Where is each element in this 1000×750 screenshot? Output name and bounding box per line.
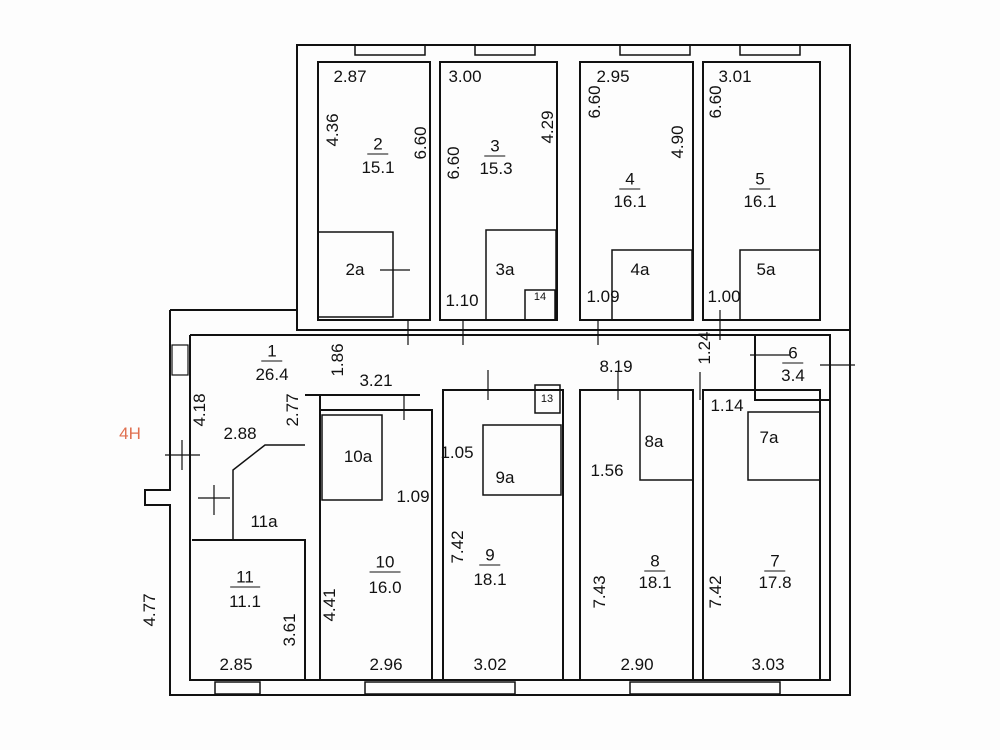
bathroom-label: 8a	[644, 432, 664, 451]
bathroom-label: 3a	[495, 260, 515, 279]
dimension: 3.03	[751, 655, 785, 674]
room-number: 13	[540, 393, 554, 405]
room-number: 8	[644, 552, 666, 572]
bathroom-label: 9a	[495, 468, 515, 487]
dimension: 3.01	[718, 67, 752, 86]
room-area: 18.1	[473, 570, 507, 589]
dimension: 6.60	[411, 126, 430, 160]
dimension: 4.41	[320, 588, 339, 622]
room-number: 6	[782, 344, 804, 364]
room-area: 17.8	[758, 573, 792, 592]
dimension: 1.56	[590, 461, 624, 480]
bathroom-label: 2a	[345, 260, 365, 279]
dimension: 1.24	[695, 331, 714, 365]
dimension: 2.90	[620, 655, 654, 674]
dimension: 4.90	[668, 125, 687, 159]
dimension: 1.05	[440, 443, 474, 462]
room-area: 18.1	[638, 573, 672, 592]
dimension: 1.10	[445, 291, 479, 310]
room-number: 2	[367, 135, 389, 155]
dimension-ticks	[165, 269, 855, 515]
windows-top	[214, 44, 801, 695]
room-number: 3	[484, 137, 506, 157]
room-area: 16.1	[743, 192, 777, 211]
dimension: 6.60	[706, 85, 725, 119]
dimension: 1.09	[586, 287, 620, 306]
dimension: 2.88	[223, 424, 257, 443]
bottom-room-walls	[192, 334, 831, 681]
dimension: 6.60	[585, 85, 604, 119]
room-number: 11	[230, 568, 260, 588]
dimension: 7.43	[590, 575, 609, 609]
dimension: 1.09	[396, 487, 430, 506]
bathroom-label: 7a	[759, 428, 779, 447]
room-area: 3.4	[781, 366, 805, 385]
outer-wall-top-block	[296, 44, 851, 331]
room-number: 14	[533, 291, 547, 303]
dimension: 4.77	[140, 593, 159, 627]
dimension: 3.02	[473, 655, 507, 674]
dimension: 2.95	[596, 67, 630, 86]
dimension: 2.87	[333, 67, 367, 86]
room-area: 15.3	[479, 159, 513, 178]
dimension: 1.00	[707, 287, 741, 306]
dimension: 3.00	[448, 67, 482, 86]
bathroom-label: 10a	[343, 447, 373, 466]
room-number: 9	[479, 546, 501, 566]
dimension: 1.14	[710, 396, 744, 415]
room-area: 26.4	[255, 365, 289, 384]
plan-mark: 4Н	[119, 424, 141, 443]
room-number: 1	[261, 342, 283, 362]
room-area: 16.1	[613, 192, 647, 211]
dimension: 8.19	[599, 357, 633, 376]
dimension: 1.86	[328, 343, 347, 377]
dimension: 2.77	[283, 393, 302, 427]
room-area: 11.1	[229, 592, 261, 611]
bathroom-label: 4a	[630, 260, 650, 279]
bathroom-label: 11a	[250, 512, 278, 531]
room-area: 16.0	[368, 578, 402, 597]
dimension: 2.85	[219, 655, 253, 674]
dimension: 4.36	[323, 113, 342, 147]
dimension: 3.61	[280, 613, 299, 647]
dimension: 6.60	[444, 146, 463, 180]
outer-wall-lower	[144, 309, 851, 696]
room-number: 4	[619, 170, 641, 190]
room-number: 10	[369, 553, 401, 573]
room-number: 5	[749, 170, 771, 190]
room-area: 15.1	[361, 158, 395, 177]
dimension: 4.18	[190, 393, 209, 427]
dimension: 4.29	[538, 110, 557, 144]
room-number: 7	[764, 552, 786, 572]
dimension: 2.96	[369, 655, 403, 674]
dimension: 3.21	[359, 371, 393, 390]
dimension: 7.42	[706, 575, 725, 609]
bathroom-label: 5a	[756, 260, 776, 279]
bathroom-walls	[232, 229, 821, 540]
dimension: 7.42	[448, 530, 467, 564]
stair-window	[171, 344, 189, 376]
